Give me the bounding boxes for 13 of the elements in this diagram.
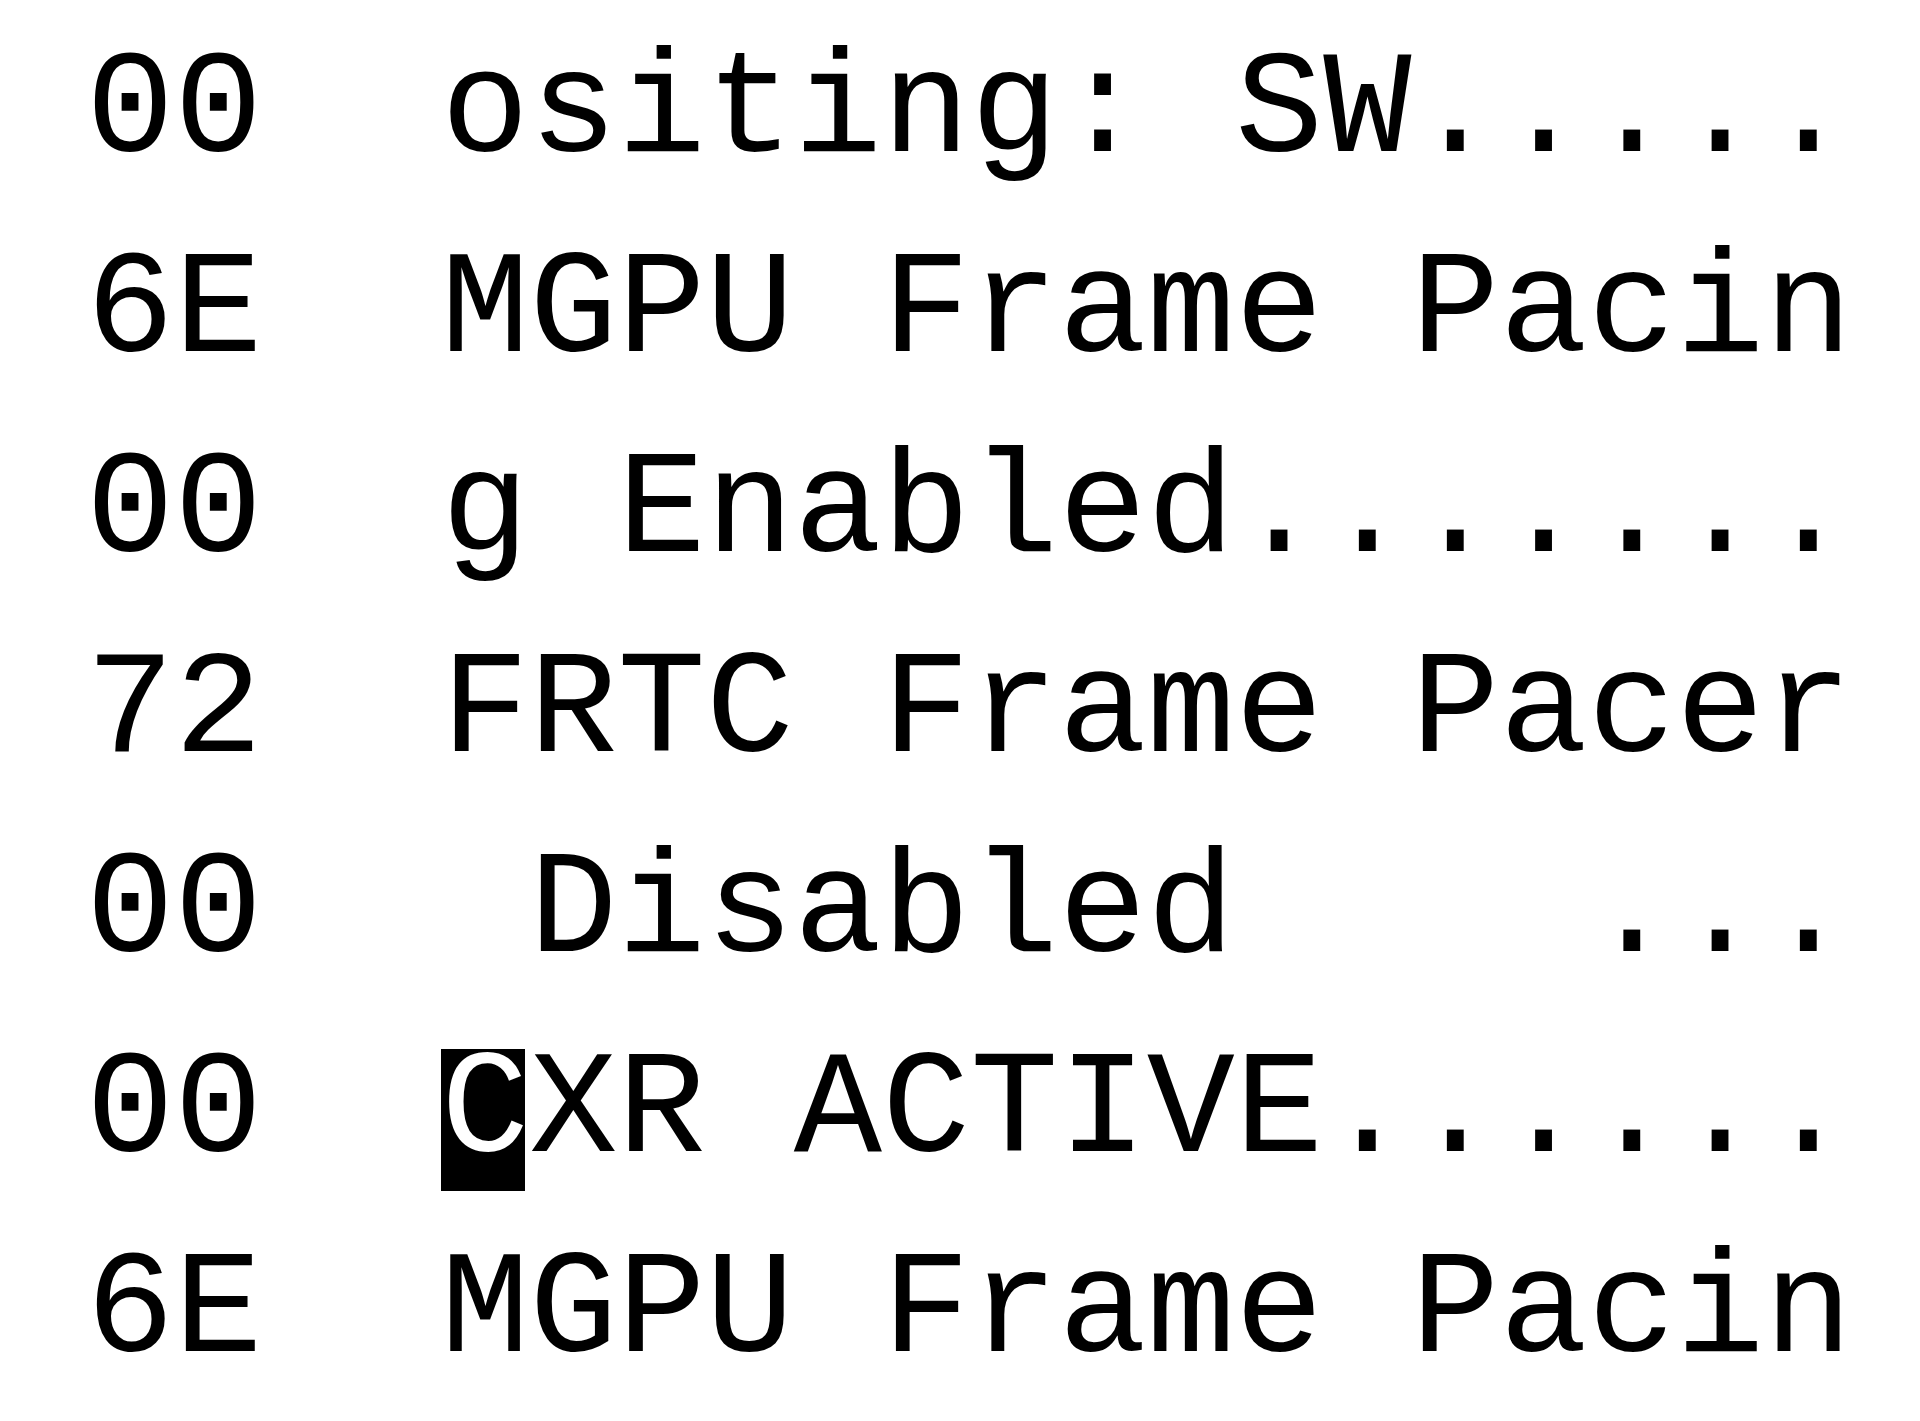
ascii-text: ositing: SW..... — [441, 38, 1853, 186]
hex-byte: 6E — [86, 238, 264, 386]
hex-byte: 00 — [86, 38, 264, 186]
hex-byte: 6E — [86, 1238, 264, 1386]
ascii-text: FRTC Frame Pacer — [441, 638, 1853, 786]
hex-byte: 00 — [86, 838, 264, 986]
ascii-text: g Enabled....... — [441, 438, 1853, 586]
ascii-text: MGPU Frame Pacin — [441, 238, 1853, 386]
hex-byte: 00 — [86, 1038, 264, 1186]
ascii-text: MGPU Frame Pacin — [441, 1238, 1853, 1386]
hex-byte: 72 — [86, 638, 264, 786]
ascii-text: Disabled ... — [528, 838, 1853, 986]
hex-byte: 00 — [86, 438, 264, 586]
